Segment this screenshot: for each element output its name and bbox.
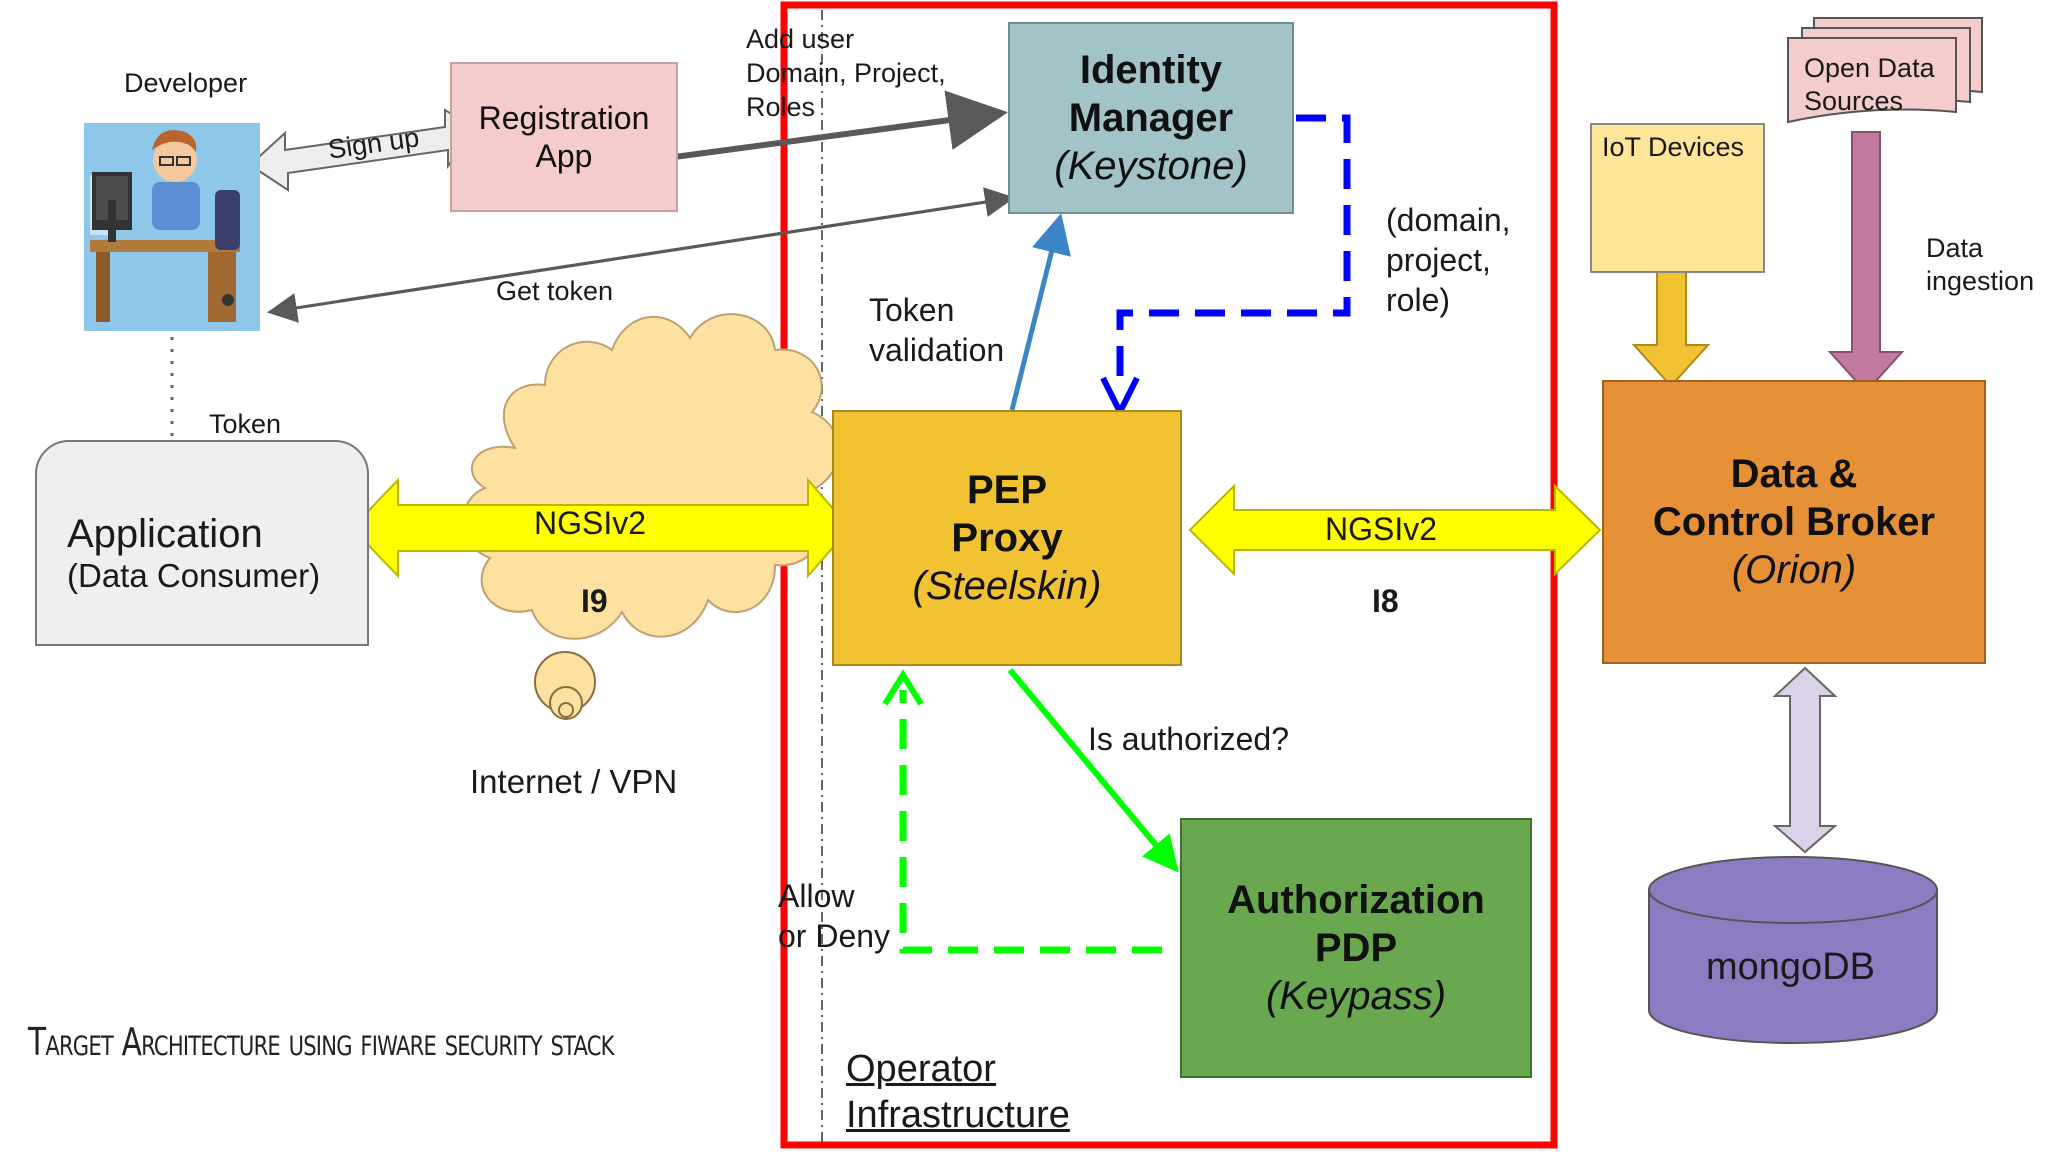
registration-app-box: Registration App <box>450 62 678 212</box>
token-validation-line-2: validation <box>869 332 1005 368</box>
domain-project-role-note: (domain, project, role) <box>1386 200 1511 320</box>
authorization-pdp-box: Authorization PDP (Keypass) <box>1180 818 1532 1078</box>
authorize-arrow <box>1007 668 1179 873</box>
pep-proxy-box: PEP Proxy (Steelskin) <box>832 410 1182 666</box>
developer-avatar <box>84 123 260 331</box>
pdp-title-2: PDP <box>1314 926 1398 970</box>
open-data-page-front <box>1787 37 1957 124</box>
identity-manager-title-2: Manager <box>1068 96 1234 140</box>
mongodb-cylinder <box>1648 856 1938 1044</box>
allow-deny-line-1: Allow <box>778 878 855 914</box>
add-user-note: Add user Domain, Project, Roles <box>746 22 946 124</box>
i9-label: I9 <box>581 583 608 619</box>
token-validation-line-1: Token <box>869 292 955 328</box>
add-user-line-3: Roles <box>746 92 816 123</box>
domain-note-line-3: role) <box>1386 282 1451 318</box>
domain-note-line-1: (domain, <box>1386 202 1511 238</box>
ngsi-arrow-right <box>1188 483 1602 577</box>
internet-cloud-shape <box>462 313 840 720</box>
data-control-broker-box: Data & Control Broker (Orion) <box>1602 380 1986 664</box>
registration-app-label-1: Registration <box>478 99 650 136</box>
broker-title-1: Data & <box>1730 452 1858 496</box>
broker-mongodb-arrow <box>1772 666 1838 854</box>
operator-line-2: Infrastructure <box>846 1094 1070 1137</box>
open-data-line-2: Sources <box>1804 85 1904 116</box>
data-ingestion-arrow <box>1827 131 1905 394</box>
keystone-dashed-arrow <box>1116 114 1351 392</box>
is-authorized-label: Is authorized? <box>1088 721 1290 757</box>
internet-vpn-label: Internet / VPN <box>470 763 678 800</box>
data-ingestion-line-2: ingestion <box>1926 266 2035 297</box>
i8-label: I8 <box>1372 583 1399 619</box>
ngsi-right-label: NGSIv2 <box>1325 511 1438 547</box>
allow-deny-label: Allow or Deny <box>778 876 890 956</box>
application-title: Application <box>67 512 263 556</box>
pep-proxy-title-2: Proxy <box>951 516 1063 560</box>
application-subtitle: (Data Consumer) <box>67 557 321 594</box>
iot-devices-label: IoT Devices <box>1602 132 1745 162</box>
identity-manager-title-1: Identity <box>1079 48 1223 92</box>
token-validation-label: Token validation <box>869 290 1004 370</box>
broker-subtitle: (Orion) <box>1731 548 1857 592</box>
ngsi-left-label: NGSIv2 <box>534 505 647 541</box>
allow-deny-dashed-arrow <box>899 690 1162 954</box>
open-data-label: Open Data Sources <box>1804 52 1935 118</box>
application-box: Application (Data Consumer) <box>35 440 369 646</box>
identity-manager-box: Identity Manager (Keystone) <box>1008 22 1294 214</box>
pep-proxy-subtitle: (Steelskin) <box>912 564 1102 608</box>
domain-note-line-2: project, <box>1386 242 1491 278</box>
allow-deny-line-2: or Deny <box>778 918 891 954</box>
token-label: Token <box>209 409 282 439</box>
open-data-line-1: Open Data <box>1804 53 1935 83</box>
iot-devices-box: IoT Devices <box>1590 123 1765 273</box>
token-validation-arrow <box>1009 213 1071 411</box>
pdp-title-1: Authorization <box>1227 878 1485 922</box>
add-user-arrow <box>666 90 1008 161</box>
mongodb-label: mongoDB <box>1706 946 1875 988</box>
diagram-caption: Target Architecture using fiware securit… <box>28 1020 614 1064</box>
pep-proxy-title-1: PEP <box>966 468 1048 512</box>
operator-line-1: Operator <box>846 1048 996 1090</box>
operator-infrastructure-label: Operator Infrastructure <box>846 1046 1070 1139</box>
add-user-line-1: Add user <box>746 24 855 54</box>
data-ingestion-label: Data ingestion <box>1926 232 2034 299</box>
get-token-label: Get token <box>496 276 614 306</box>
data-ingestion-line-1: Data <box>1926 233 1984 263</box>
iot-ingest-arrow <box>1631 262 1711 388</box>
developer-label: Developer <box>124 68 248 98</box>
registration-app-label-2: App <box>535 138 593 174</box>
pdp-subtitle: (Keypass) <box>1265 974 1447 1018</box>
identity-manager-subtitle: (Keystone) <box>1054 144 1248 188</box>
broker-title-2: Control Broker <box>1652 500 1936 544</box>
add-user-line-2: Domain, Project, <box>746 58 946 89</box>
